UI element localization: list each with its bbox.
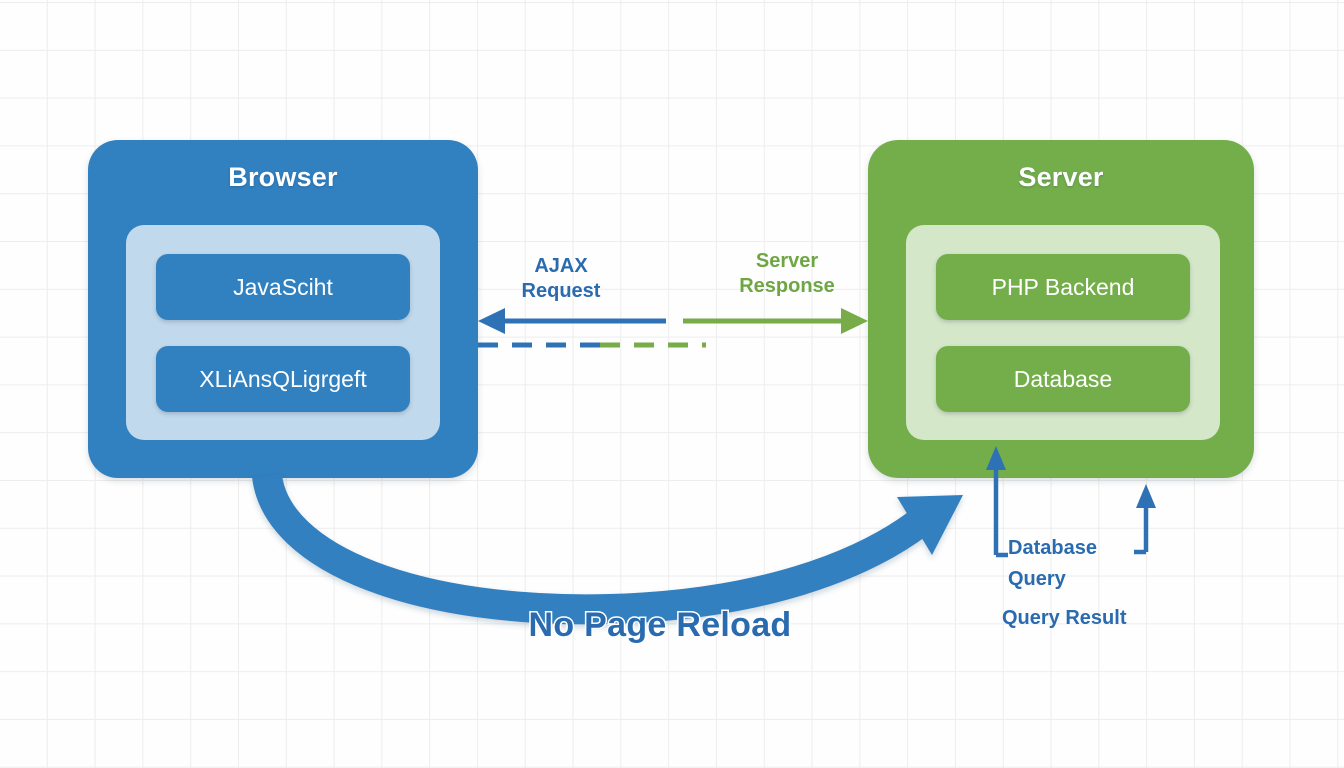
database-query-label: Database Query (1008, 537, 1097, 590)
query-result-label: Query Result (1002, 607, 1127, 629)
ajax-request-label: AJAX Request (521, 255, 601, 302)
server-box-php-backend: PHP Backend (936, 254, 1190, 320)
browser-box-javascript: JavaSciht (156, 254, 410, 320)
server-response-arrow (683, 308, 868, 334)
browser-panel-title: Browser (228, 162, 338, 192)
no-page-reload-label: No Page Reload (527, 605, 793, 646)
no-page-reload-arrow (252, 473, 963, 625)
server-inner-panel: PHP Backend Database (906, 225, 1220, 440)
server-panel-title: Server (1018, 162, 1104, 192)
browser-box-xmlhttprequest: XLiAnsQLigrgeft (156, 346, 410, 412)
server-box-database: Database (936, 346, 1190, 412)
server-response-label: Server Response (739, 250, 835, 297)
browser-inner-panel: JavaSciht XLiAnsQLigrgeft (126, 225, 440, 440)
server-panel: Server PHP Backend Database (868, 140, 1254, 478)
ajax-request-arrow (478, 308, 666, 334)
browser-panel: Browser JavaSciht XLiAnsQLigrgeft (88, 140, 478, 478)
